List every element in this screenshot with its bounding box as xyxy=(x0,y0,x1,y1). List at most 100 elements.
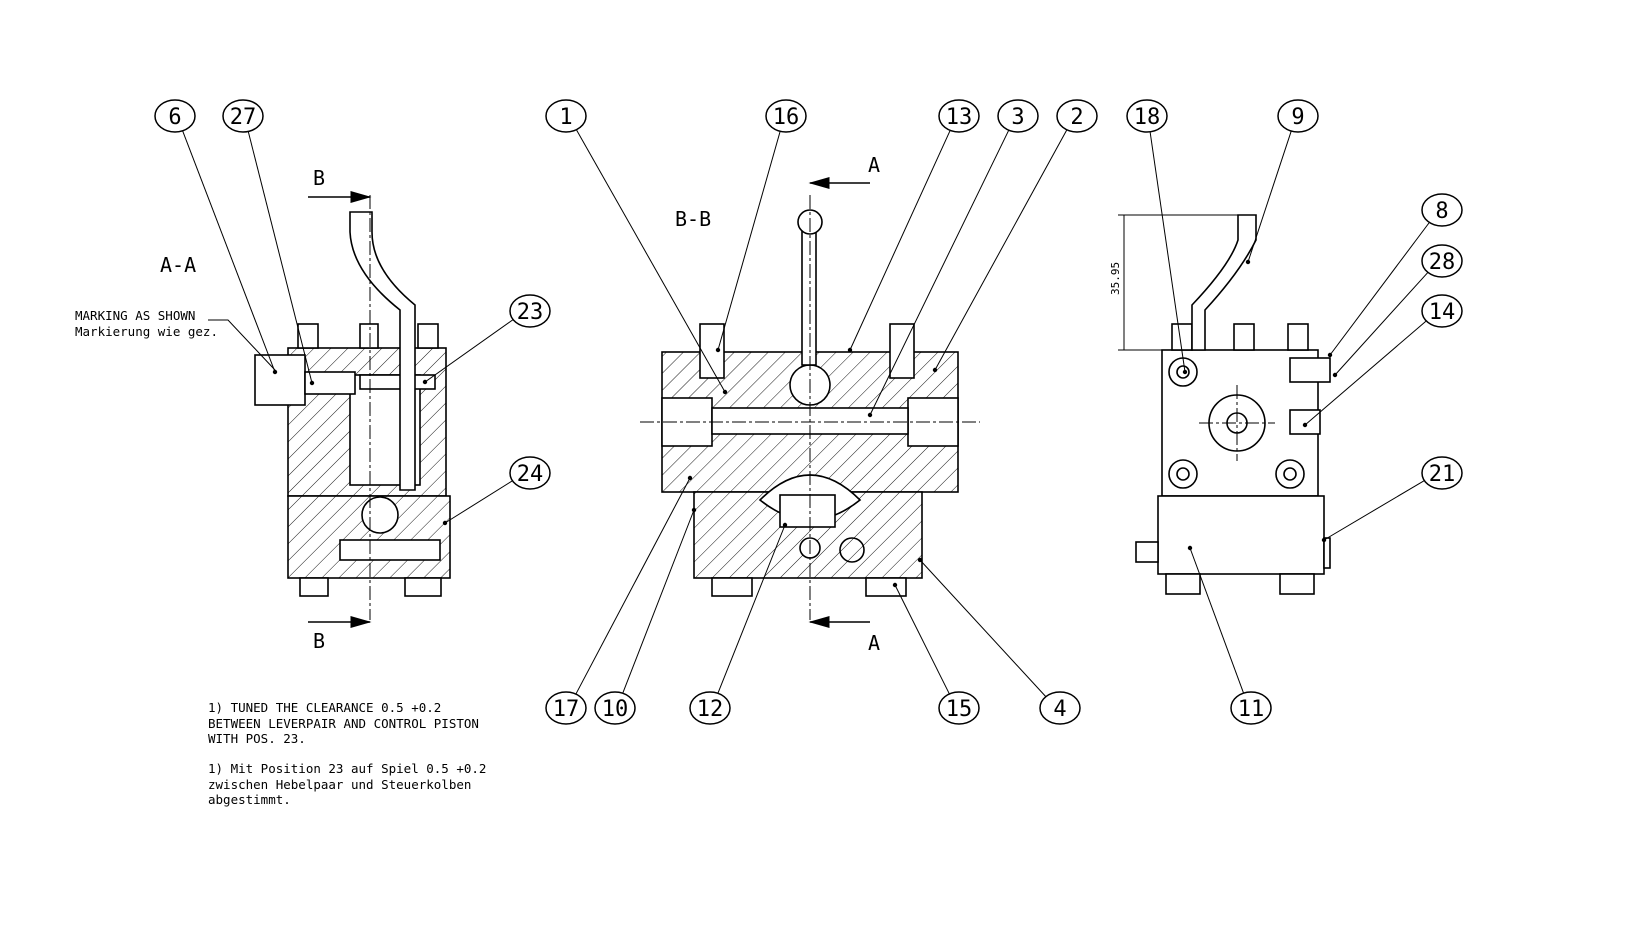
leader-dot xyxy=(782,522,788,528)
leader-line xyxy=(1304,320,1427,426)
leader-line xyxy=(717,524,786,695)
view-section-aa xyxy=(208,191,451,628)
leader-dot xyxy=(1327,352,1333,358)
balloon-4: 4 xyxy=(917,557,1081,725)
dimension-value: 35.95 xyxy=(1109,262,1122,295)
balloon-12: 12 xyxy=(689,522,788,725)
balloon-number: 28 xyxy=(1429,250,1456,275)
leader-line xyxy=(575,477,691,696)
balloon-outline xyxy=(689,691,731,725)
balloon-8: 8 xyxy=(1327,193,1463,358)
balloon-number: 18 xyxy=(1134,105,1161,130)
leader-dot xyxy=(847,347,853,353)
cut-label-b-top: B xyxy=(313,166,325,190)
balloon-outline xyxy=(1230,691,1272,725)
balloon-outline xyxy=(222,99,264,133)
leader-line xyxy=(247,130,313,384)
leader-line xyxy=(621,509,695,695)
leader-line xyxy=(934,128,1068,371)
balloon-number: 15 xyxy=(946,697,973,722)
leader-line xyxy=(1329,221,1431,356)
cut-label-a-top: A xyxy=(868,153,880,177)
marking-line-de: Markierung wie gez. xyxy=(75,323,218,339)
leader-dot xyxy=(691,507,697,513)
leader-line xyxy=(849,129,952,351)
balloon-2: 2 xyxy=(932,99,1098,373)
balloon-24: 24 xyxy=(442,456,551,526)
leader-line xyxy=(575,128,726,393)
leader-line xyxy=(181,129,276,373)
leader-dot xyxy=(1187,545,1193,551)
balloon-number: 11 xyxy=(1238,697,1265,722)
leader-line xyxy=(717,130,781,351)
note-german: 1) Mit Position 23 auf Spiel 0.5 +0.2 zw… xyxy=(208,761,487,807)
leader-line xyxy=(1149,130,1186,373)
balloon-number: 3 xyxy=(1011,105,1024,130)
balloon-3: 3 xyxy=(867,99,1039,418)
balloon-outline xyxy=(1421,244,1463,278)
balloon-outline xyxy=(1277,99,1319,133)
leader-dot xyxy=(867,412,873,418)
marking-line-en: MARKING AS SHOWN xyxy=(75,308,196,323)
balloon-outline xyxy=(938,691,980,725)
balloon-number: 8 xyxy=(1435,199,1448,224)
balloon-number: 13 xyxy=(946,105,973,130)
balloon-number: 9 xyxy=(1291,105,1304,130)
balloon-outline xyxy=(1421,456,1463,490)
balloon-number: 12 xyxy=(697,697,724,722)
leader-line xyxy=(919,559,1047,698)
leader-dot xyxy=(1302,422,1308,428)
leader-line xyxy=(424,318,514,383)
leader-line xyxy=(444,480,514,524)
leader-line xyxy=(894,584,951,695)
leader-dot xyxy=(687,475,693,481)
balloon-14: 14 xyxy=(1302,294,1463,428)
leader-dot xyxy=(932,367,938,373)
balloon-21: 21 xyxy=(1321,456,1463,543)
balloon-number: 27 xyxy=(230,105,257,130)
leader-dot xyxy=(422,379,428,385)
leader-dot xyxy=(442,520,448,526)
leader-dot xyxy=(272,369,278,375)
balloon-23: 23 xyxy=(422,294,551,385)
balloon-outline xyxy=(1056,99,1098,133)
leader-dot xyxy=(715,347,721,353)
cut-label-a-bottom: A xyxy=(868,631,880,655)
leader-dot xyxy=(722,389,728,395)
leader-line xyxy=(869,129,1010,416)
leader-dot xyxy=(917,557,923,563)
leader-line xyxy=(1189,547,1245,695)
balloon-number: 2 xyxy=(1070,105,1083,130)
balloon-outline xyxy=(545,99,587,133)
balloon-10: 10 xyxy=(594,507,697,725)
balloon-15: 15 xyxy=(892,582,980,725)
balloon-28: 28 xyxy=(1332,244,1463,378)
balloon-number: 17 xyxy=(553,697,580,722)
view-section-bb xyxy=(640,177,980,628)
balloon-13: 13 xyxy=(847,99,980,353)
balloon-number: 4 xyxy=(1053,697,1066,722)
balloon-outline xyxy=(1126,99,1168,133)
cut-label-b-bottom: B xyxy=(313,629,325,653)
balloon-number: 14 xyxy=(1429,300,1456,325)
leader-line xyxy=(1323,479,1425,541)
leader-dot xyxy=(1182,369,1188,375)
balloon-number: 1 xyxy=(559,105,572,130)
balloon-outline xyxy=(1421,294,1463,328)
balloon-9: 9 xyxy=(1245,99,1319,265)
balloon-number: 21 xyxy=(1429,462,1456,487)
balloon-6: 6 xyxy=(154,99,278,375)
balloon-outline xyxy=(545,691,587,725)
leader-dot xyxy=(1245,259,1251,265)
balloon-outline xyxy=(765,99,807,133)
leader-dot xyxy=(309,380,315,386)
balloon-outline xyxy=(509,294,551,328)
leader-line xyxy=(1334,271,1429,376)
balloon-1: 1 xyxy=(545,99,728,395)
balloon-number: 24 xyxy=(517,462,544,487)
balloon-outline xyxy=(154,99,196,133)
leader-line xyxy=(1247,130,1292,263)
marking-note: MARKING AS SHOWN Markierung wie gez. xyxy=(75,308,218,339)
